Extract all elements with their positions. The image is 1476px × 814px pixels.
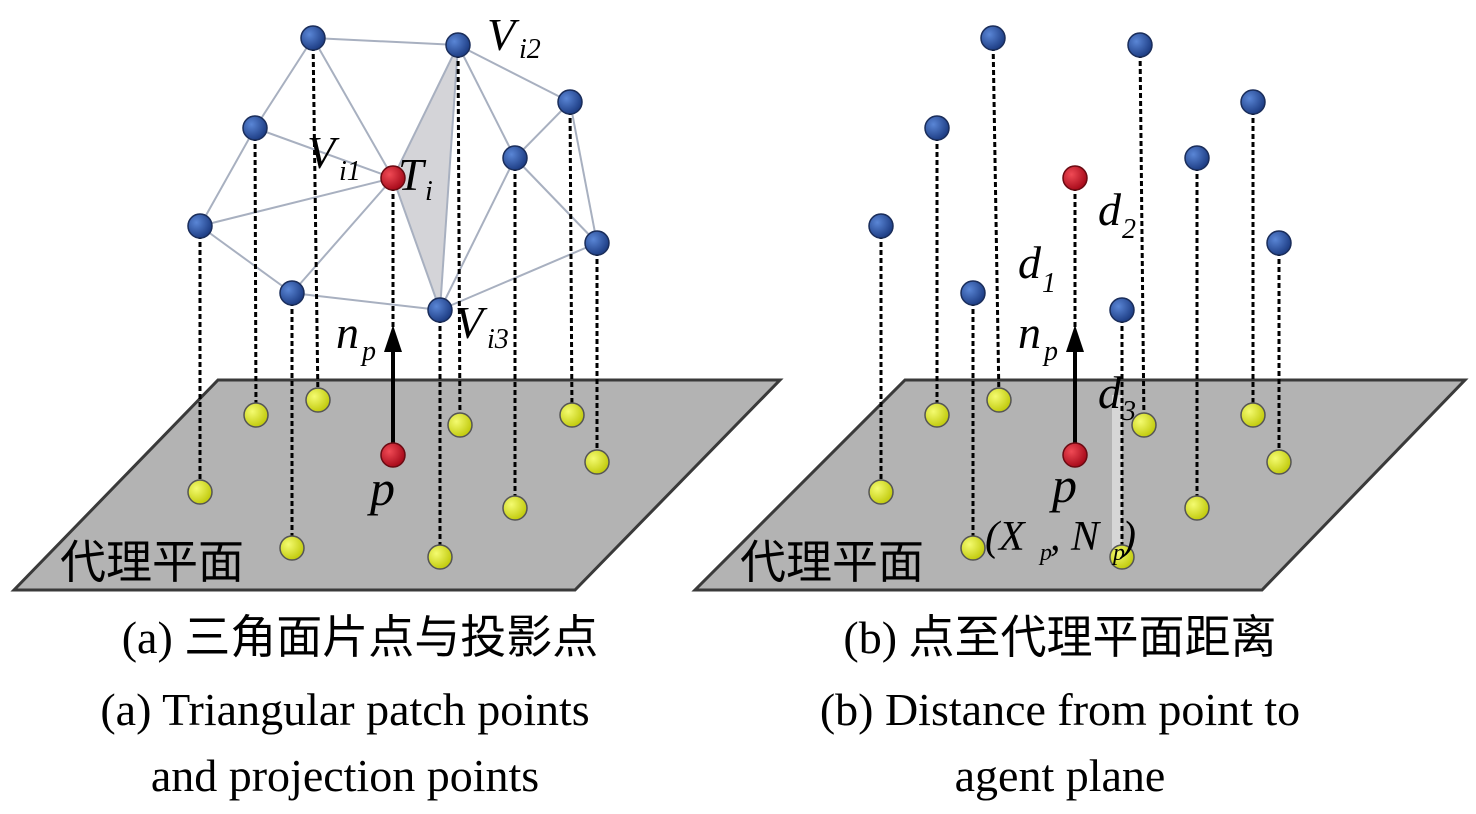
vertex-point (584, 230, 610, 256)
caption-b-cn: (b) 点至代理平面距离 (843, 612, 1277, 663)
projection-point (868, 479, 894, 505)
projection-point (187, 479, 213, 505)
label-d3: d (1098, 367, 1122, 418)
caption-a-en-line2: and projection points (150, 750, 540, 801)
plane-label-b: 代理平面 (740, 535, 924, 589)
projection-points-b (868, 387, 1292, 570)
label-xn-sub2: p (1111, 540, 1125, 566)
proxy-plane-a (10, 378, 784, 592)
label-d2-sub: 2 (1122, 214, 1136, 245)
point-p-b (1062, 442, 1088, 468)
projection-point (559, 402, 585, 428)
projection-point (924, 402, 950, 428)
label-vi2-sub: i2 (519, 34, 541, 65)
vertex-point (279, 280, 305, 306)
label-p-a: p (367, 460, 395, 516)
projection-point (279, 535, 305, 561)
label-xn-sub: p (1038, 540, 1052, 566)
label-d2: d (1098, 184, 1122, 235)
caption-b-en-line2: agent plane (954, 750, 1166, 801)
projection-point (1109, 544, 1135, 570)
projection-point (447, 412, 473, 438)
caption-b-en-line1: (b) Distance from point to (819, 684, 1301, 735)
projection-point (427, 544, 453, 570)
vertex-point (1109, 297, 1135, 323)
plane-label-a: 代理平面 (60, 535, 244, 589)
projection-point (1184, 495, 1210, 521)
projection-point (243, 402, 269, 428)
arrow-head-b (1066, 325, 1084, 352)
label-xn-mid: , N (1050, 514, 1101, 560)
label-d3-sub: 3 (1121, 396, 1136, 427)
vertex-point (1184, 145, 1210, 171)
label-np-b: n (1018, 307, 1041, 358)
label-ti-sub: i (425, 176, 433, 207)
triangle-centroid-ti (380, 165, 406, 191)
projection-lines-b (879, 37, 1281, 557)
label-d1-sub: 1 (1042, 268, 1056, 299)
panel-a: V i2 V i1 T i V i3 n p p 代理平面 (10, 9, 784, 592)
vertex-point (187, 213, 213, 239)
vertex-point (980, 25, 1006, 51)
projection-point (960, 535, 986, 561)
projection-point (1266, 449, 1292, 475)
projection-point (502, 495, 528, 521)
label-xn-end: ) (1120, 514, 1136, 560)
projection-point (305, 387, 331, 413)
label-vi1-sub: i1 (339, 156, 361, 187)
red-point-upper (1062, 165, 1088, 191)
projection-point (1131, 412, 1157, 438)
caption-a-cn: (a) 三角面片点与投影点 (121, 612, 599, 663)
vertex-point-vi2 (445, 32, 471, 58)
vertex-point (1266, 230, 1292, 256)
label-d1: d (1018, 237, 1042, 288)
label-vi2: V (487, 9, 520, 60)
label-vi3: V (455, 297, 488, 348)
vertex-point-vi3 (427, 297, 453, 323)
label-p-b: p (1049, 457, 1077, 513)
vertex-point (1240, 89, 1266, 115)
label-vi3-sub: i3 (487, 324, 509, 355)
vertex-point (502, 145, 528, 171)
vertex-point (960, 280, 986, 306)
label-np-a: n (336, 307, 359, 358)
vertex-points-b (868, 25, 1292, 323)
vertex-point (1127, 32, 1153, 58)
projection-lines-a (198, 37, 599, 557)
caption-a-en-line1: (a) Triangular patch points (100, 684, 590, 735)
label-ti: T (398, 149, 427, 200)
d3-band (1112, 395, 1122, 560)
triangle-patch (393, 45, 458, 310)
arrow-head-a (384, 325, 402, 352)
label-vi1: V (307, 127, 340, 178)
vertex-point (557, 89, 583, 115)
label-np-b-sub: p (1042, 336, 1058, 367)
projection-point (584, 449, 610, 475)
panel-b: d 2 d 1 n p d 3 p (X p , N p ) 代理平面 (691, 25, 1469, 592)
point-p-a (380, 442, 406, 468)
projection-point (986, 387, 1012, 413)
vertex-point (300, 25, 326, 51)
label-np-a-sub: p (360, 336, 376, 367)
label-xn: (X (985, 514, 1027, 560)
vertex-points-a (187, 25, 610, 323)
projection-point (1240, 402, 1266, 428)
projection-points-a (187, 387, 610, 570)
vertex-point (924, 115, 950, 141)
vertex-point (868, 213, 894, 239)
vertex-point (242, 115, 268, 141)
